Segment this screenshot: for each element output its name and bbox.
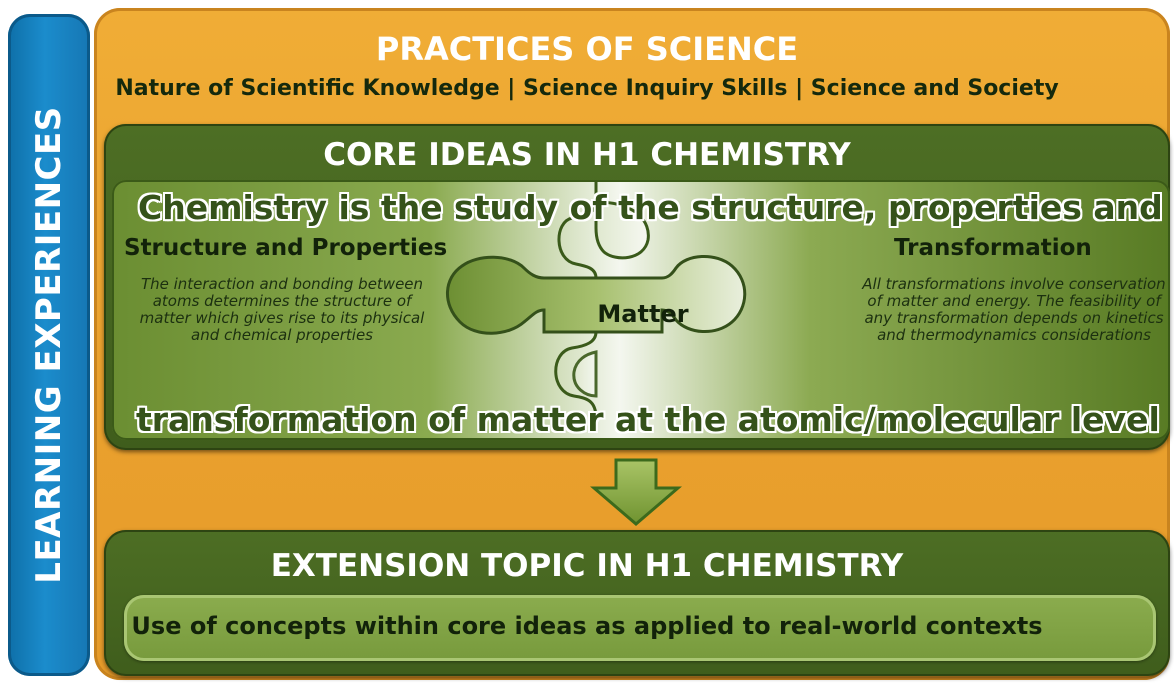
transformation-title: Transformation (894, 235, 1092, 261)
extension-topic-panel (124, 595, 1156, 661)
practices-subtitle: Nature of Scientific Knowledge | Science… (115, 76, 1059, 101)
core-statement-line-1: Chemistry is the study of the structure,… (138, 188, 1163, 227)
extension-topic-title: EXTENSION TOPIC IN H1 CHEMISTRY (270, 548, 904, 584)
down-arrow-icon (590, 458, 682, 526)
transformation-description: All transformations involve conservation… (862, 275, 1166, 344)
extension-topic-text: Use of concepts within core ideas as app… (131, 612, 1043, 640)
learning-experiences-bar: LEARNING EXPERIENCES (8, 14, 90, 676)
structure-properties-title: Structure and Properties (124, 235, 448, 261)
practices-title: PRACTICES OF SCIENCE (375, 30, 799, 68)
puzzle-piece-icon (446, 182, 747, 418)
core-statement-line-2: transformation of matter at the atomic/m… (136, 400, 1160, 439)
structure-properties-description: The interaction and bonding between atom… (139, 275, 425, 344)
matter-label: Matter (597, 300, 689, 328)
learning-experiences-label: LEARNING EXPERIENCES (29, 106, 69, 584)
core-ideas-title: CORE IDEAS IN H1 CHEMISTRY (323, 137, 851, 173)
